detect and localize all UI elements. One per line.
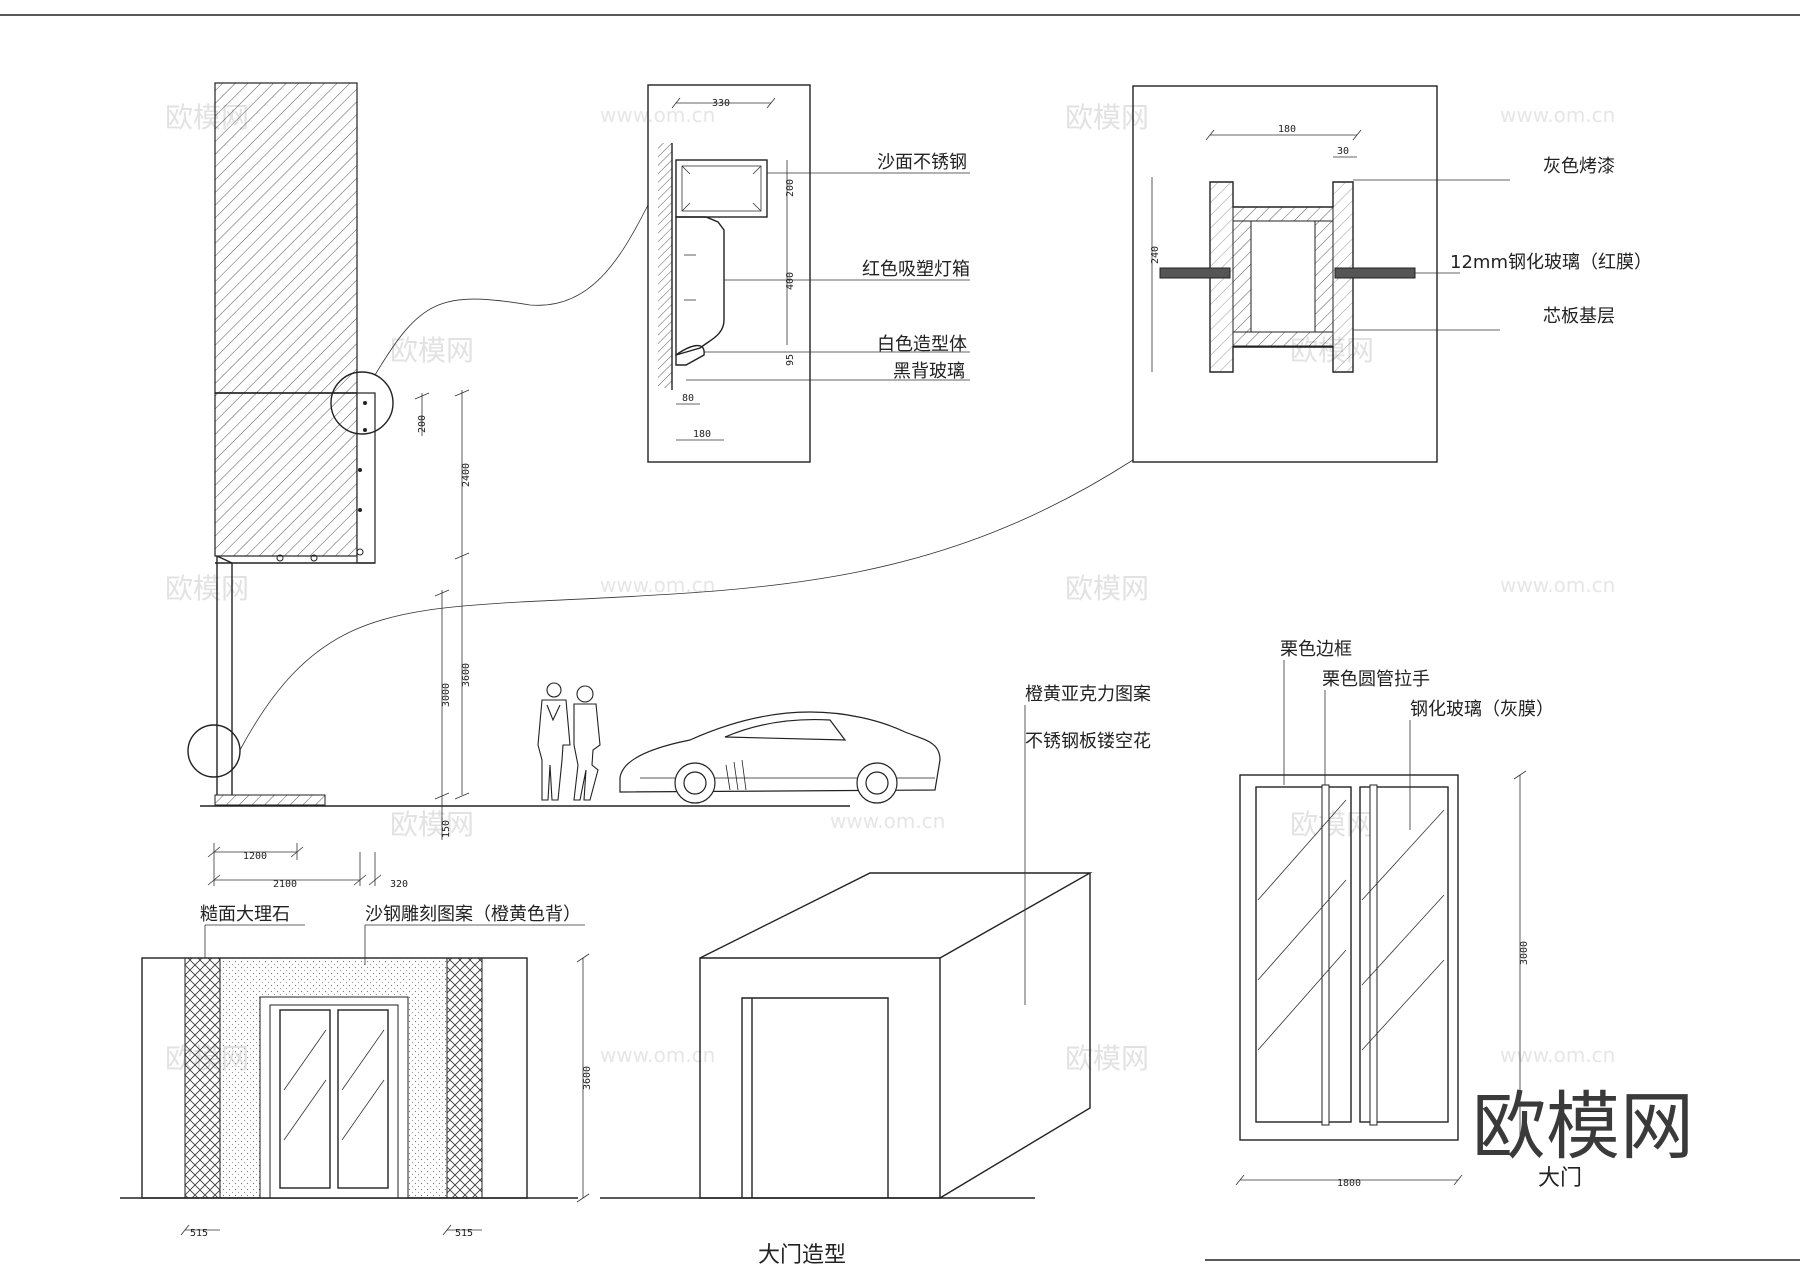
dim-text: 400 <box>785 272 796 290</box>
dim-text: 180 <box>1278 124 1296 135</box>
label-tempered-glass-grey: 钢化玻璃（灰膜） <box>1410 699 1554 720</box>
callout-leader <box>374 204 649 376</box>
watermark-url: www.om.cn <box>1500 1043 1615 1067</box>
dim-text: 150 <box>441 820 452 838</box>
watermark-url: www.om.cn <box>1500 103 1615 127</box>
label-white-shape: 白色造型体 <box>877 334 967 355</box>
sign-upper-hatched <box>214 82 358 394</box>
detail-callout-circle <box>330 371 394 435</box>
label-tempered-glass-red: 12mm钢化玻璃（红膜） <box>1450 252 1652 273</box>
dim-text: 3000 <box>441 683 452 707</box>
detail-box-lightbox: 330 200 400 95 80 180 <box>647 84 970 463</box>
watermark-url: www.om.cn <box>830 809 945 833</box>
watermark-brand: 欧模网 <box>390 808 474 841</box>
watermark-brand: 欧模网 <box>1065 1042 1149 1075</box>
dim-text: 515 <box>455 1228 473 1239</box>
title-gate-shape: 大门造型 <box>758 1243 846 1268</box>
side-dims: 200 2400 3600 3000 150 1200 2100 320 <box>207 389 472 890</box>
watermark-brand: 欧模网 <box>1290 808 1374 841</box>
dim-text: 180 <box>693 429 711 440</box>
dim-text: 515 <box>190 1228 208 1239</box>
dim-text: 200 <box>785 179 796 197</box>
dim-text: 1200 <box>243 851 267 862</box>
dim-text: 80 <box>682 393 694 404</box>
sports-car <box>619 711 941 804</box>
dim-text: 2400 <box>461 463 472 487</box>
dim-text: 3600 <box>582 1066 593 1090</box>
label-rough-marble: 糙面大理石 <box>200 904 290 925</box>
watermark-url: www.om.cn <box>600 1043 715 1067</box>
detail-box-frame: 180 30 240 <box>1132 85 1510 463</box>
front-elevation: 3600 515 515 <box>120 924 593 1239</box>
dim-text: 200 <box>417 415 428 433</box>
label-grey-paint: 灰色烤漆 <box>1543 156 1615 177</box>
dim-text: 1800 <box>1337 1178 1361 1189</box>
label-black-glass: 黑背玻璃 <box>893 361 965 382</box>
watermark-url: www.om.cn <box>600 573 715 597</box>
dim-text: 3600 <box>461 663 472 687</box>
watermark-url: www.om.cn <box>1500 573 1615 597</box>
label-core-base: 芯板基层 <box>1543 306 1615 327</box>
sign-lower-hatched <box>214 392 358 557</box>
watermark-brand-large: 欧模网 <box>1472 1084 1694 1170</box>
watermark-brand: 欧模网 <box>1065 572 1149 605</box>
base-pad <box>214 794 326 806</box>
label-red-lightbox: 红色吸塑灯箱 <box>862 259 970 280</box>
label-chestnut-frame: 栗色边框 <box>1280 639 1352 660</box>
callout-leader <box>239 459 1134 751</box>
dim-text: 30 <box>1337 146 1349 157</box>
dim-text: 320 <box>390 879 408 890</box>
side-section <box>187 82 1134 807</box>
dim-text: 3000 <box>1519 941 1530 965</box>
title-gate: 大门 <box>1538 1166 1582 1191</box>
people-figures <box>537 682 601 801</box>
dim-text: 240 <box>1150 246 1161 264</box>
isometric-gate <box>600 705 1093 1199</box>
label-stainless-sand: 沙面不锈钢 <box>877 152 967 173</box>
label-steel-pattern: 沙钢雕刻图案（橙黄色背） <box>365 904 581 925</box>
dim-text: 2100 <box>273 879 297 890</box>
dim-text: 95 <box>785 354 796 366</box>
lightbox-strip <box>356 392 376 564</box>
label-acrylic-pattern: 橙黄亚克力图案 <box>1025 684 1151 705</box>
label-stainless-hollow: 不锈钢板镂空花 <box>1025 731 1151 752</box>
watermark-brand: 欧模网 <box>165 572 249 605</box>
watermarks: 欧模网 www.om.cn 欧模网 www.om.cn 欧模网 欧模网 欧模网 … <box>165 101 1615 1075</box>
watermark-url: www.om.cn <box>600 103 715 127</box>
door-elevation: 3000 1800 <box>1205 660 1800 1261</box>
watermark-brand: 欧模网 <box>390 334 474 367</box>
detail-callout-circle <box>187 724 241 778</box>
label-chestnut-handle: 栗色圆管拉手 <box>1322 669 1430 690</box>
watermark-brand: 欧模网 <box>1065 101 1149 134</box>
dim-text: 330 <box>712 98 730 109</box>
